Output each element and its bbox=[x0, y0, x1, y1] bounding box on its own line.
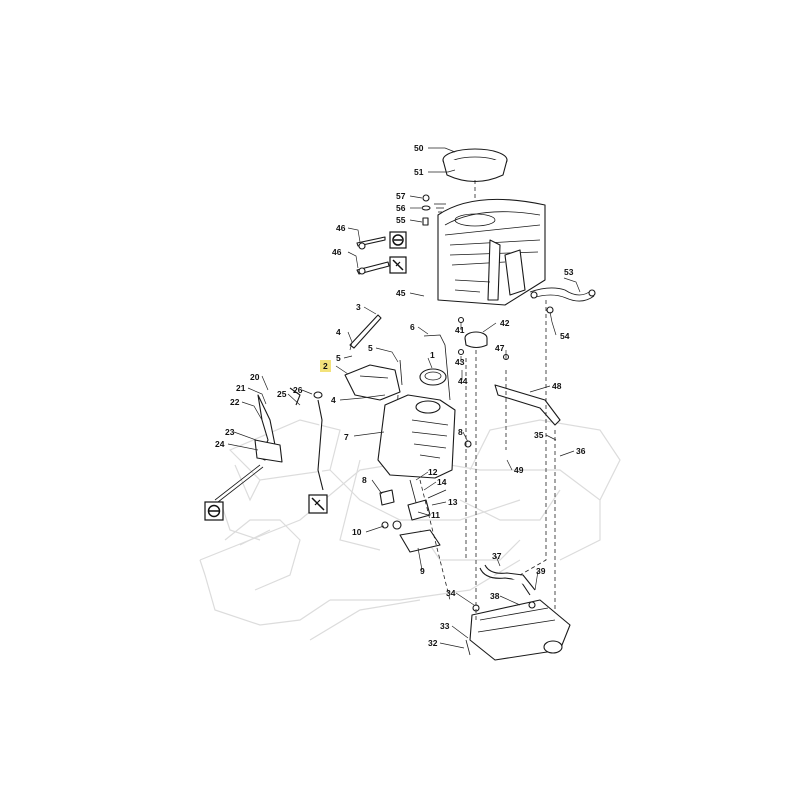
ghost-chassis bbox=[199, 419, 621, 641]
callout-8[interactable]: 8 bbox=[362, 475, 367, 485]
leader-lines bbox=[227, 147, 581, 649]
hardware-57-56-55 bbox=[421, 194, 446, 226]
callout-8[interactable]: 8 bbox=[458, 427, 463, 437]
callout-6[interactable]: 6 bbox=[410, 322, 415, 332]
callout-23[interactable]: 23 bbox=[225, 427, 235, 437]
callout-37[interactable]: 37 bbox=[492, 551, 502, 561]
callout-12[interactable]: 12 bbox=[428, 467, 438, 477]
callout-51[interactable]: 51 bbox=[414, 167, 424, 177]
callout-20[interactable]: 20 bbox=[250, 372, 260, 382]
callout-22[interactable]: 22 bbox=[230, 397, 240, 407]
engine-symbol-icon bbox=[207, 504, 221, 518]
callout-46[interactable]: 46 bbox=[332, 247, 342, 257]
callout-13[interactable]: 13 bbox=[448, 497, 458, 507]
callout-33[interactable]: 33 bbox=[440, 621, 450, 631]
callout-2[interactable]: 2 bbox=[323, 361, 328, 371]
throttle-levers bbox=[214, 387, 324, 503]
callout-55[interactable]: 55 bbox=[396, 215, 406, 225]
callout-41[interactable]: 41 bbox=[455, 325, 465, 335]
callout-4[interactable]: 4 bbox=[336, 327, 341, 337]
callout-32[interactable]: 32 bbox=[428, 638, 438, 648]
choke-symbol-icon bbox=[392, 259, 404, 271]
callout-38[interactable]: 38 bbox=[490, 591, 500, 601]
callout-26[interactable]: 26 bbox=[293, 385, 303, 395]
callout-25[interactable]: 25 bbox=[277, 389, 287, 399]
choke-symbol bbox=[389, 256, 407, 274]
callout-9[interactable]: 9 bbox=[420, 566, 425, 576]
cables-46 bbox=[356, 236, 390, 275]
fuel-tank-assembly bbox=[344, 314, 510, 479]
muffler-assembly bbox=[465, 564, 571, 661]
choke-symbol-icon bbox=[311, 497, 325, 511]
bracket-48 bbox=[494, 384, 561, 426]
callout-39[interactable]: 39 bbox=[536, 566, 546, 576]
selected-part-highlight bbox=[320, 360, 331, 372]
callout-11[interactable]: 11 bbox=[431, 510, 440, 520]
fuel-throttle-symbol bbox=[389, 231, 407, 249]
callout-56[interactable]: 56 bbox=[396, 203, 406, 213]
callout-36[interactable]: 36 bbox=[576, 446, 586, 456]
callout-14[interactable]: 14 bbox=[437, 477, 447, 487]
engine-assembly bbox=[437, 148, 546, 306]
alignment-lines bbox=[419, 180, 556, 620]
callout-48[interactable]: 48 bbox=[552, 381, 562, 391]
cable-53 bbox=[529, 287, 596, 314]
callout-3[interactable]: 3 bbox=[356, 302, 361, 312]
callout-53[interactable]: 53 bbox=[564, 267, 574, 277]
callout-labels: 50 51 57 56 55 46 46 53 45 54 3 41 42 6 … bbox=[215, 143, 586, 648]
callout-10[interactable]: 10 bbox=[352, 527, 362, 537]
callout-34[interactable]: 34 bbox=[446, 588, 456, 598]
callout-24[interactable]: 24 bbox=[215, 439, 225, 449]
callout-54[interactable]: 54 bbox=[560, 331, 570, 341]
callout-47[interactable]: 47 bbox=[495, 343, 505, 353]
engine-symbol-icon bbox=[392, 234, 404, 246]
callout-5[interactable]: 5 bbox=[368, 343, 373, 353]
callout-42[interactable]: 42 bbox=[500, 318, 510, 328]
fuel-fittings-lower bbox=[379, 440, 472, 553]
callout-57[interactable]: 57 bbox=[396, 191, 406, 201]
callout-46[interactable]: 46 bbox=[336, 223, 346, 233]
callout-50[interactable]: 50 bbox=[414, 143, 424, 153]
callout-43[interactable]: 43 bbox=[455, 357, 465, 367]
callout-35[interactable]: 35 bbox=[534, 430, 544, 440]
callout-1[interactable]: 1 bbox=[430, 350, 435, 360]
callout-45[interactable]: 45 bbox=[396, 288, 406, 298]
callout-44[interactable]: 44 bbox=[458, 376, 468, 386]
callout-5[interactable]: 5 bbox=[336, 353, 341, 363]
cable-adjust-symbol bbox=[308, 494, 328, 514]
callout-7[interactable]: 7 bbox=[344, 432, 349, 442]
callout-4[interactable]: 4 bbox=[331, 395, 336, 405]
callout-21[interactable]: 21 bbox=[236, 383, 246, 393]
callout-49[interactable]: 49 bbox=[514, 465, 524, 475]
fuel-cable-symbol bbox=[204, 501, 224, 521]
